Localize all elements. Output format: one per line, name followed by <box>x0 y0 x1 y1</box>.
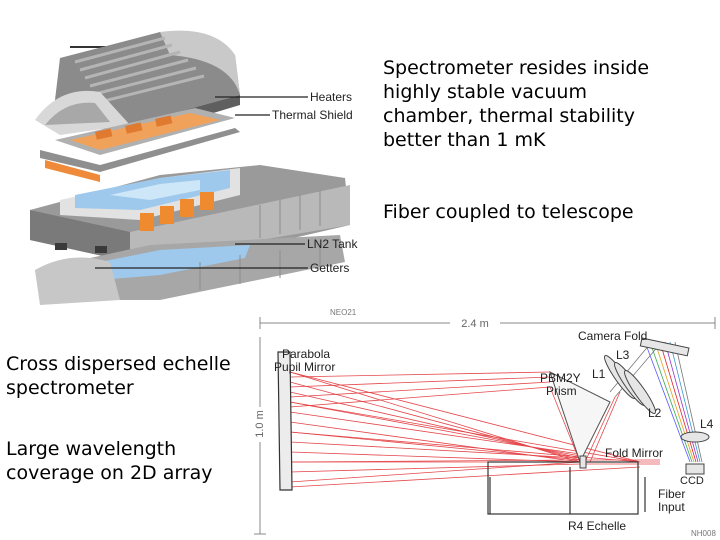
label-pupil-mirror: Pupil Mirror <box>274 360 335 374</box>
prism <box>549 371 611 464</box>
label-camera-fold: Camera Fold <box>578 329 647 343</box>
parabola-mirror <box>277 351 293 491</box>
label-fiber-line2: Input <box>658 500 685 514</box>
label-heaters: Heaters <box>310 90 352 104</box>
text-vacuum-chamber: Spectrometer resides inside highly stabl… <box>383 57 650 151</box>
label-ccd: CCD <box>680 475 704 487</box>
label-thermal-shield: Thermal Shield <box>272 108 353 122</box>
lens-l4 <box>680 431 710 443</box>
echelle-grating <box>487 461 646 515</box>
dimension-width <box>259 317 716 329</box>
label-dimension-height: 1.0 m <box>254 410 266 438</box>
callout-lines <box>95 96 308 269</box>
label-l3: L3 <box>616 348 630 362</box>
fold-mirror-element <box>579 455 587 469</box>
label-l1: L1 <box>592 367 606 381</box>
label-prism-line2: Prism <box>546 384 577 398</box>
camera-fold-mirror <box>639 337 690 357</box>
lens-l1-l2 <box>604 355 656 414</box>
thermal-shield <box>40 128 240 182</box>
label-echelle: R4 Echelle <box>568 519 626 533</box>
top-lid <box>35 30 240 138</box>
heater-plate <box>55 108 235 155</box>
label-l4: L4 <box>700 417 714 431</box>
label-prism-line1: PBM2Y <box>540 371 581 385</box>
label-fold-mirror: Fold Mirror <box>605 446 663 460</box>
figure-id-nh008: NH008 <box>691 529 716 538</box>
text-wavelength-coverage: Large wavelength coverage on 2D array <box>6 438 213 484</box>
text-echelle-spectrometer: Cross dispersed echelle spectrometer <box>6 353 231 399</box>
text-fiber-coupled: Fiber coupled to telescope <box>383 201 634 223</box>
label-l2: L2 <box>648 406 662 420</box>
beam-rays <box>289 371 660 488</box>
ccd-detector <box>685 463 705 475</box>
figure-id-neo21: NEO21 <box>330 308 357 317</box>
vacuum-chamber-figure: Heaters Thermal Shield LN2 Tank Getters … <box>30 30 358 317</box>
label-ln2-tank: LN2 Tank <box>307 237 358 251</box>
optical-layout-figure: 2.4 m 1.0 m <box>254 317 716 538</box>
label-parabola: Parabola <box>282 347 330 361</box>
chamber-body <box>30 165 350 262</box>
dimension-height <box>254 337 266 535</box>
label-getters: Getters <box>310 261 349 275</box>
label-dimension-width: 2.4 m <box>461 318 489 330</box>
label-fiber-line1: Fiber <box>658 487 685 501</box>
